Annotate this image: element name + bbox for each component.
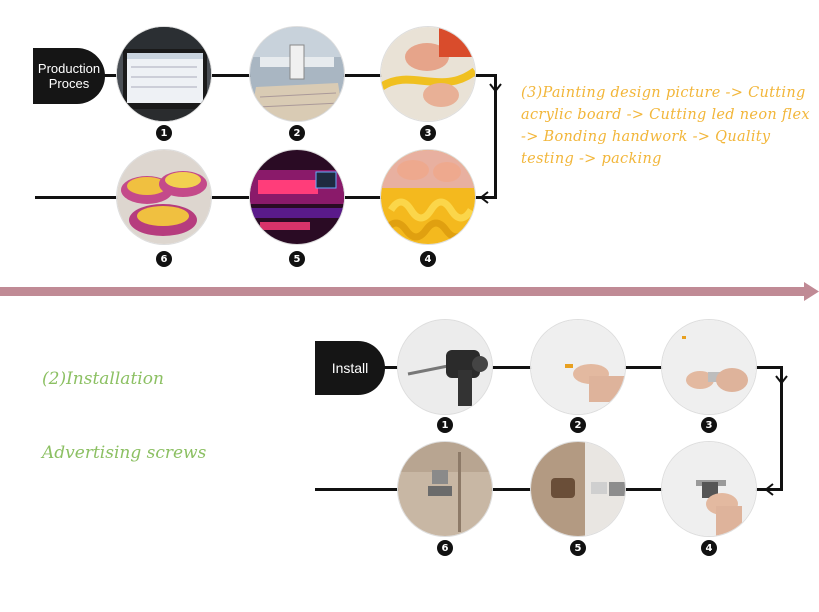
acrylic-panel-on-standoff-photo [398, 442, 492, 536]
production-step-3-number: 3 [420, 125, 436, 141]
install-step-6-image [398, 442, 492, 536]
production-step-1-image [117, 27, 211, 121]
computer-monitor-design-photo [117, 27, 211, 121]
hand-marking-wall-photo [531, 320, 625, 414]
production-step-2-number: 2 [289, 125, 305, 141]
install-step-4-image [662, 442, 756, 536]
cutting-neon-flex-photo [381, 27, 475, 121]
production-step-5-image [250, 150, 344, 244]
install-step-3-number: 3 [701, 417, 717, 433]
installation-title: (2)Installation [42, 369, 164, 389]
inserting-wall-anchor-photo [662, 320, 756, 414]
production-step-4-number: 4 [420, 251, 436, 267]
divider-arrow-icon [0, 280, 819, 304]
installation-subtitle: Advertising screws [42, 443, 206, 463]
bonding-yellow-neon-letters-photo [381, 150, 475, 244]
install-arrow-left-icon [763, 482, 775, 497]
install-step-2-number: 2 [570, 417, 586, 433]
production-label-line2: Proces [49, 76, 89, 91]
cnc-engraving-machine-photo [250, 27, 344, 121]
install-step-5-number: 5 [570, 540, 586, 556]
production-step-6-number: 6 [156, 251, 172, 267]
drill-on-wall-photo [398, 320, 492, 414]
install-step-4-number: 4 [701, 540, 717, 556]
install-step-2-image [531, 320, 625, 414]
install-step-3-image [662, 320, 756, 414]
production-step-5-number: 5 [289, 251, 305, 267]
screwdriver-fixing-photo [662, 442, 756, 536]
production-step-1-number: 1 [156, 125, 172, 141]
install-step-6-number: 6 [437, 540, 453, 556]
arrow-left-icon [478, 190, 490, 205]
arrow-down-icon [488, 82, 503, 94]
production-label-line1: Production [38, 61, 100, 76]
production-process-label: Production Proces [33, 48, 105, 104]
install-step-5-image [531, 442, 625, 536]
neon-lighting-test-photo [250, 150, 344, 244]
install-step-1-image [398, 320, 492, 414]
production-step-2-image [250, 27, 344, 121]
production-step-3-image [381, 27, 475, 121]
standoff-screw-mounted-photo [531, 442, 625, 536]
install-arrow-down-icon [774, 374, 789, 386]
install-label: Install [315, 341, 385, 395]
production-step-6-image [117, 150, 211, 244]
packed-neon-coils-photo [117, 150, 211, 244]
production-description: (3)Painting design picture -> Cutting ac… [521, 82, 811, 170]
install-step-1-number: 1 [437, 417, 453, 433]
production-step-4-image [381, 150, 475, 244]
